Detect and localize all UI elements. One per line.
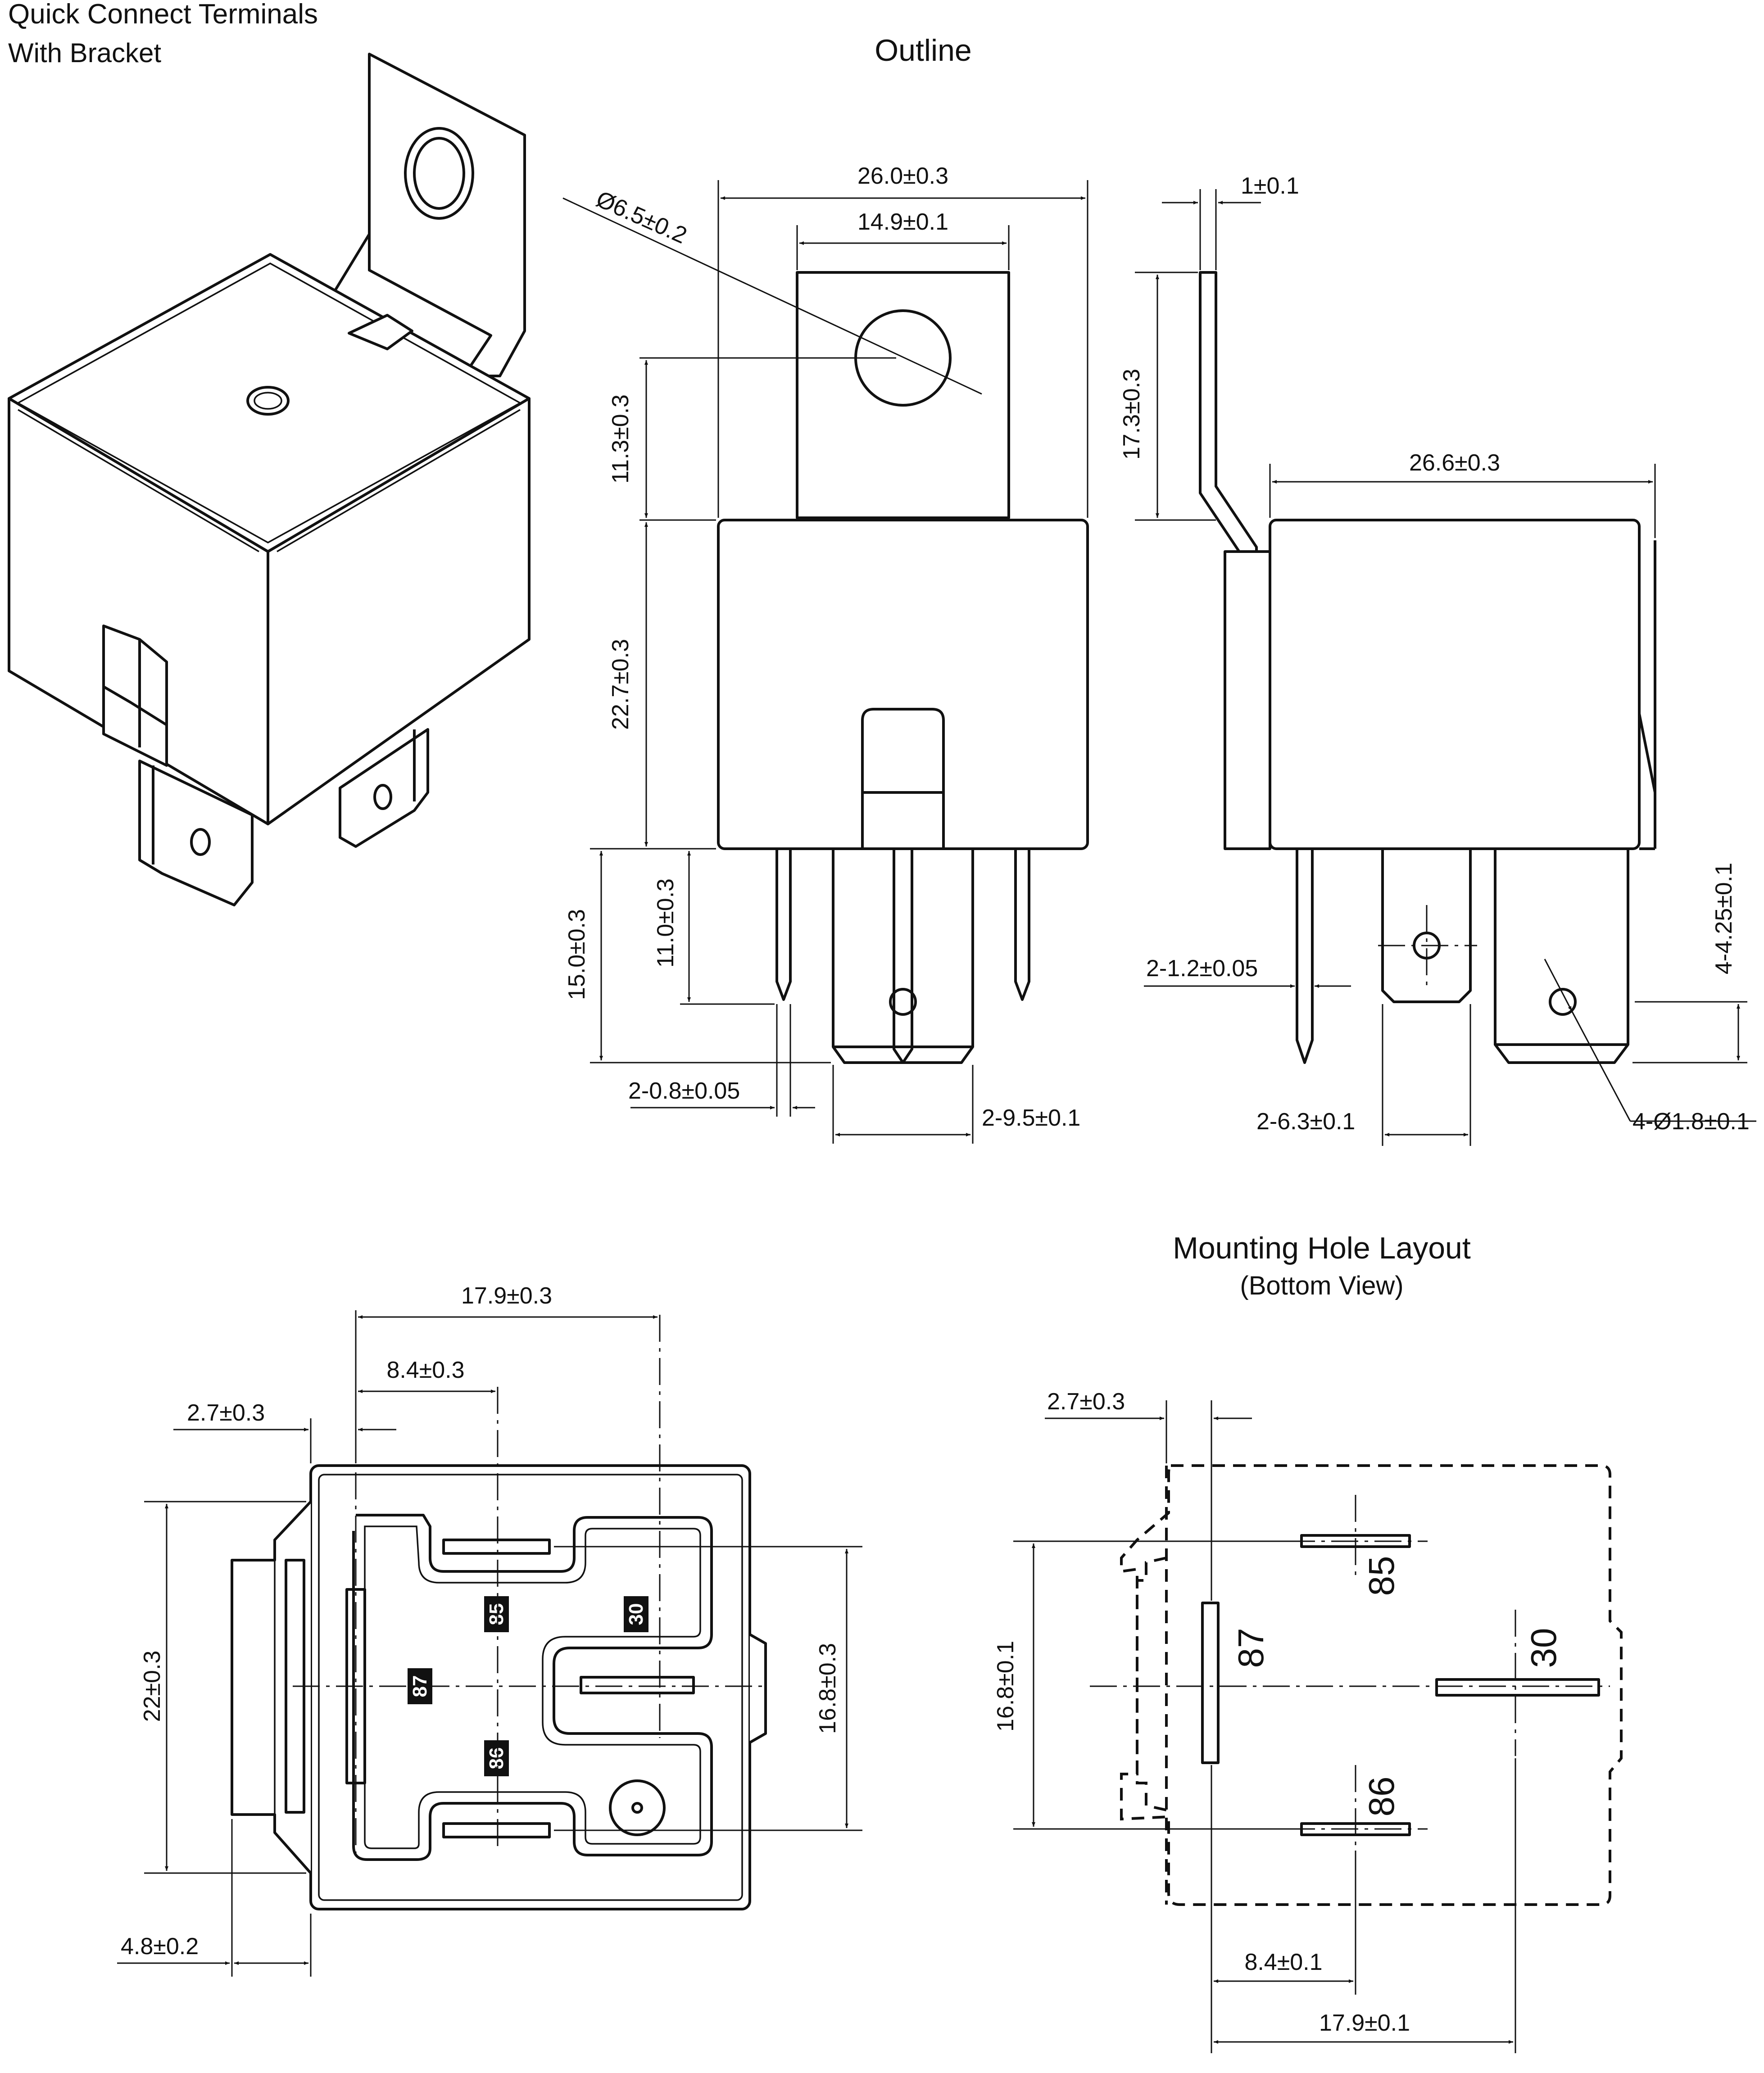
dim-hole-offset: 4-4.25±0.1 [1711, 863, 1737, 974]
dim-bottom-flange-depth: 4.8±0.2 [121, 1933, 199, 1960]
outline-side-view: 1±0.1 17.3±0.3 26.6±0.3 2-1.2±0.05 4-4.2… [1119, 173, 1756, 1146]
dim-bottom-overall-width: 17.9±0.3 [461, 1283, 552, 1309]
isometric-relay-view [8, 53, 531, 906]
dim-mount-pin-offset: 8.4±0.1 [1244, 1949, 1322, 1975]
dim-body-height: 22.7±0.3 [608, 639, 634, 730]
dim-bottom-height: 22±0.3 [139, 1651, 165, 1722]
dim-bottom-pin-span: 16.8±0.3 [815, 1643, 841, 1734]
dim-side-body-width: 26.6±0.3 [1409, 450, 1500, 476]
bottom-pin-30: 30 [625, 1603, 647, 1625]
bottom-pin-86: 86 [485, 1747, 508, 1770]
mounting-subtitle: (Bottom View) [1240, 1271, 1403, 1300]
outline-front-view: Outline 26.0±0.3 14.9±0.1 Ø6.5±0.2 [562, 33, 1089, 1144]
dim-blade-width: 2-9.5±0.1 [982, 1105, 1080, 1131]
dim-terminal-length: 15.0±0.3 [564, 909, 590, 1000]
dim-bracket-width: 14.9±0.1 [857, 209, 948, 235]
dim-bottom-edge-offset: 2.7±0.3 [187, 1400, 265, 1426]
mount-pin-86: 86 [1361, 1777, 1401, 1817]
dim-bracket-side-height: 17.3±0.3 [1119, 369, 1145, 460]
dim-bracket-thickness: 1±0.1 [1241, 173, 1299, 199]
dim-mount-pin-span: 16.8±0.1 [993, 1641, 1019, 1732]
dim-hole-diameter: Ø6.5±0.2 [592, 186, 691, 249]
header-title: Quick Connect Terminals [8, 0, 318, 30]
outline-title: Outline [875, 33, 971, 68]
mounting-title: Mounting Hole Layout [1173, 1231, 1471, 1265]
mount-pin-85: 85 [1361, 1556, 1401, 1596]
header-subtitle: With Bracket [8, 38, 161, 68]
dim-side-blade-width: 2-6.3±0.1 [1256, 1109, 1355, 1135]
dim-pin-length: 11.0±0.3 [653, 878, 679, 968]
bottom-view: 85 30 87 86 17.9±0.3 8.4±0.3 2.7±0.3 22±… [117, 1283, 862, 1977]
dim-bottom-pin-offset: 8.4±0.3 [386, 1357, 464, 1383]
mounting-hole-layout: Mounting Hole Layout (Bottom View) 85 87… [993, 1231, 1623, 2053]
dim-side-pin-width: 2-1.2±0.05 [1146, 955, 1258, 982]
dim-blade-hole: 4-Ø1.8±0.1 [1632, 1109, 1750, 1135]
dim-mount-overall-width: 17.9±0.1 [1319, 2010, 1410, 2036]
dim-pin-width: 2-0.8±0.05 [628, 1078, 740, 1104]
dim-bracket-height: 11.3±0.3 [608, 394, 634, 484]
bottom-pin-85: 85 [485, 1603, 508, 1625]
mount-pin-87: 87 [1231, 1628, 1271, 1668]
mount-pin-30: 30 [1524, 1628, 1564, 1668]
dim-body-width: 26.0±0.3 [857, 163, 948, 189]
dim-mount-edge-offset: 2.7±0.3 [1047, 1389, 1125, 1415]
